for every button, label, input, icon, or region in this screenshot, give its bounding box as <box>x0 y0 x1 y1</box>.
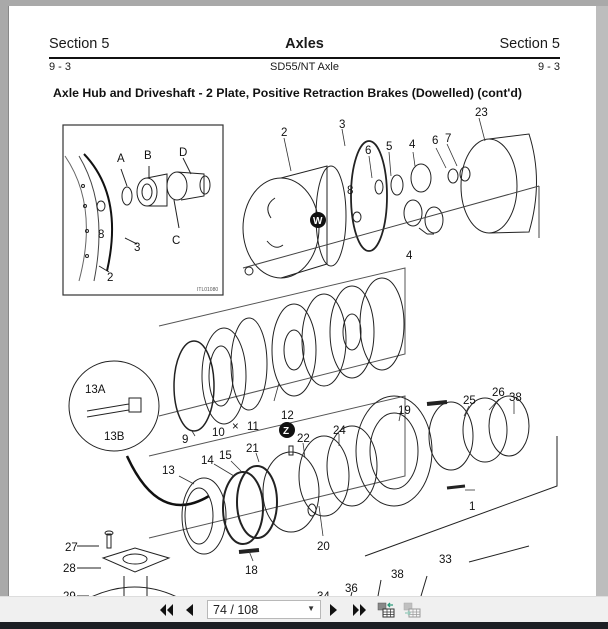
callout-22: 22 <box>297 433 310 445</box>
table-view-icon <box>377 602 395 618</box>
inset-label-b: B <box>144 150 152 162</box>
vertical-scrollbar[interactable] <box>596 6 608 596</box>
subheader-right: 9 - 3 <box>537 61 560 73</box>
inset-label-3: 3 <box>134 242 140 254</box>
inset-label-d: D <box>179 147 187 159</box>
first-page-icon <box>160 604 173 616</box>
callout-13b: 13B <box>104 431 125 443</box>
callout-13a: 13A <box>85 384 106 396</box>
marker-w-icon <box>310 212 326 228</box>
last-page-icon <box>353 604 366 616</box>
callout-4: 4 <box>409 139 416 151</box>
page-navigation-toolbar: 74 / 108 ▼ <box>0 596 608 623</box>
callout-4b: 4 <box>406 250 413 262</box>
callout-15: 15 <box>219 450 232 462</box>
callout-1: 1 <box>469 501 475 513</box>
inset-label-a: A <box>117 153 125 165</box>
callout-27: 27 <box>65 542 78 554</box>
callout-18: 18 <box>245 565 258 577</box>
callout-12: 12 <box>281 410 294 422</box>
first-page-button[interactable] <box>158 601 176 619</box>
callout-5: 5 <box>386 141 392 153</box>
subheader-left: 9 - 3 <box>49 61 72 73</box>
section-title: Axle Hub and Driveshaft - 2 Plate, Posit… <box>53 86 522 100</box>
figure-code: ITL01080 <box>197 287 218 293</box>
next-page-icon <box>330 604 337 616</box>
brake-plates-group <box>158 267 406 432</box>
callout-14: 14 <box>201 455 214 467</box>
table-view-disabled-button[interactable] <box>402 601 422 619</box>
callout-labels: 23 2 3 6 5 4 6 7 8 4 W 9 10 × 11 12 13A … <box>63 107 522 596</box>
callout-34: 34 <box>317 591 330 596</box>
next-page-button[interactable] <box>327 601 341 619</box>
hub-housing-group <box>242 133 540 279</box>
callout-19: 19 <box>398 405 411 417</box>
callout-2: 2 <box>281 127 287 139</box>
callout-20: 20 <box>317 541 330 553</box>
marker-z-icon <box>279 422 295 438</box>
callout-w: W <box>313 216 323 227</box>
header-right: Section 5 <box>499 36 560 52</box>
last-page-button[interactable] <box>350 601 368 619</box>
inset-label-c: C <box>172 235 180 247</box>
callout-7: 7 <box>445 133 451 145</box>
bottom-flange-group <box>77 530 530 596</box>
previous-page-button[interactable] <box>183 601 197 619</box>
callout-38b: 38 <box>391 569 404 581</box>
inset-labels: A B D 8 3 C 2 ITL01080 <box>98 147 218 293</box>
inset-label-8: 8 <box>98 229 104 241</box>
leader-lines <box>178 117 515 562</box>
previous-page-icon <box>186 604 193 616</box>
table-view-disabled-icon <box>403 602 421 618</box>
callout-13: 13 <box>162 465 175 477</box>
callout-x: × <box>232 421 239 433</box>
callout-6: 6 <box>365 145 371 157</box>
bolt-detail-inset <box>68 360 210 507</box>
header-left: Section 5 <box>49 36 110 52</box>
callout-21: 21 <box>246 443 259 455</box>
callout-26: 26 <box>492 387 505 399</box>
callout-24: 24 <box>333 425 346 437</box>
page-subheader: 9 - 3 SD55/NT Axle 9 - 3 <box>49 61 560 73</box>
window-bottom-bar <box>0 622 608 629</box>
callout-6b: 6 <box>432 135 438 147</box>
exploded-parts-diagram: A B D 8 3 C 2 ITL01080 23 2 3 6 5 4 6 7 … <box>62 107 558 596</box>
page-dropdown-icon[interactable]: ▼ <box>307 604 315 613</box>
subheader-center: SD55/NT Axle <box>270 61 339 73</box>
callout-9: 9 <box>182 434 188 446</box>
callout-38: 38 <box>509 392 522 404</box>
page-number-value: 74 / 108 <box>213 602 259 617</box>
callout-28: 28 <box>63 563 76 575</box>
document-page: Section 5 Axles Section 5 9 - 3 SD55/NT … <box>8 6 598 596</box>
table-view-button[interactable] <box>376 601 396 619</box>
callout-z: Z <box>283 426 289 437</box>
header-rule <box>49 57 560 59</box>
callout-8: 8 <box>347 185 353 197</box>
page-number-field[interactable]: 74 / 108 ▼ <box>207 600 321 619</box>
inset-detail <box>62 124 224 296</box>
page-header: Section 5 Axles Section 5 <box>49 36 560 52</box>
callout-3: 3 <box>339 119 345 131</box>
callout-23: 23 <box>475 107 488 119</box>
callout-29: 29 <box>63 591 76 596</box>
callout-33: 33 <box>439 554 452 566</box>
callout-10: 10 <box>212 427 225 439</box>
callout-36: 36 <box>345 583 358 595</box>
callout-25: 25 <box>463 395 476 407</box>
lower-hub-group <box>148 395 558 557</box>
callout-11: 11 <box>247 421 259 433</box>
inset-label-2: 2 <box>107 272 113 284</box>
header-center: Axles <box>285 36 324 52</box>
